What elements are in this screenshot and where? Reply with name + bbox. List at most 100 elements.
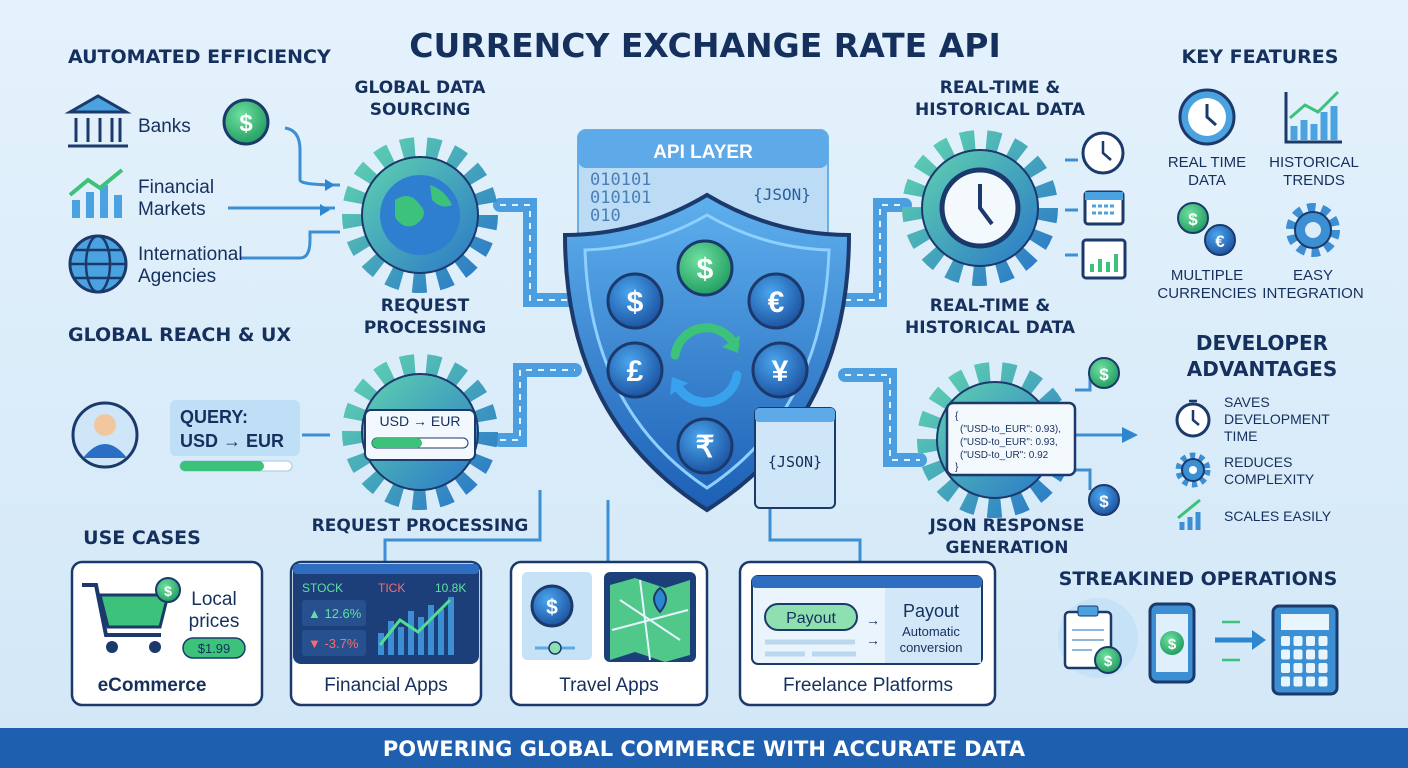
label-text: STOCK [302, 581, 343, 595]
gear-label: REAL-TIME & [940, 78, 1061, 98]
label-text: $ [697, 253, 714, 286]
label-text: $ [1099, 365, 1109, 384]
source-label: Banks [138, 116, 191, 137]
label-text: $ [1168, 636, 1177, 653]
label-text: → [866, 612, 880, 628]
label-text: $ [627, 286, 644, 319]
gear-icon [1175, 452, 1211, 488]
label-text: conversion [900, 640, 963, 655]
label-text: prices [189, 611, 240, 632]
gear-label: HISTORICAL DATA [915, 100, 1086, 120]
use-case-travel-apps: $ Travel Apps [509, 560, 709, 707]
exchange-arrows-icon [670, 323, 742, 407]
use-case-ecommerce: $ Local prices $1.99 eCommerce [70, 560, 264, 707]
footer-text: POWERING GLOBAL COMMERCE WITH ACCURATE D… [383, 737, 1026, 761]
rupee-coin-icon: ₹ [676, 417, 734, 475]
currency-coins: $ $ € £ ¥ ₹ [606, 239, 809, 475]
dollar-coin-icon: $ [1088, 484, 1120, 516]
label-text: $ [1104, 653, 1113, 670]
price-tag [182, 637, 246, 659]
yen-coin-icon: ¥ [751, 341, 809, 399]
calculator-key [1306, 676, 1315, 687]
label-text: $ [1099, 492, 1109, 511]
label-text: ("USD-to_EUR": 0.93, [960, 437, 1058, 448]
label-text: SAVES [1224, 394, 1270, 410]
label-text: → [866, 632, 880, 648]
label-text: TRENDS [1283, 172, 1345, 189]
dollar-coin-icon: $ [222, 98, 270, 146]
gear-label: PROCESSING [364, 318, 486, 338]
dollar-coin-icon: $ [530, 584, 574, 628]
label-text: Local [191, 589, 236, 610]
json-card: {JSON} [754, 407, 836, 509]
label-text: SCALES EASILY [1224, 508, 1332, 524]
clock-icon [1178, 88, 1236, 146]
calculator-key [1306, 636, 1315, 646]
label-text: $ [164, 583, 172, 599]
calculator-key [1318, 663, 1328, 673]
label-text: REAL TIME [1168, 154, 1246, 171]
gear-label: REQUEST [381, 296, 470, 316]
api-layer-panel: API LAYER 010101 010101 010 {JSON} [577, 129, 829, 241]
section-streamlined-operations: STREAKINED OPERATIONS [1059, 568, 1338, 590]
label-text: ("USD-to_UR": 0.92 [960, 450, 1049, 461]
label-text: $ [239, 110, 253, 137]
label-text: } [955, 462, 959, 473]
label-text: € [768, 286, 785, 319]
calculator-key [1318, 636, 1328, 646]
label-text: ₹ [695, 431, 714, 464]
use-case-financial-apps: STOCK TICK 10.8K ▲ 12.6% ▼ -3.7% Financi… [289, 560, 483, 707]
label-text: Automatic [902, 624, 960, 639]
query-box [170, 400, 300, 456]
label-text: COMPLEXITY [1224, 471, 1315, 487]
gear-query-text: USD → EUR [380, 413, 461, 429]
label-text: $ [1188, 210, 1198, 229]
label-text: TIME [1224, 428, 1257, 444]
label-text: MULTIPLE [1171, 267, 1243, 284]
globe-icon [68, 234, 128, 294]
advantage-scales-easily: SCALES EASILY [1177, 498, 1332, 530]
footer-banner [0, 728, 1408, 768]
clock-icon [939, 167, 1021, 249]
gear-label: GLOBAL DATA [355, 78, 487, 98]
label-text: {JSON} [768, 453, 822, 471]
trend-chart-icon [1284, 90, 1342, 144]
label-text: HISTORICAL [1269, 154, 1359, 171]
section-developer-advantages: DEVELOPER [1196, 331, 1328, 355]
label-text: € [1215, 232, 1225, 251]
use-case-title: Travel Apps [559, 675, 659, 696]
label-text: DATA [1188, 172, 1226, 189]
page-title: CURRENCY EXCHANGE RATE API [409, 26, 1000, 65]
gear-label: GENERATION [946, 538, 1069, 558]
source-financial-markets: Financial Markets [68, 168, 214, 220]
calculator-key [1306, 663, 1315, 673]
calculator-key [1293, 636, 1303, 646]
gear-label: HISTORICAL DATA [905, 318, 1076, 338]
query-value: USD → EUR [180, 431, 284, 451]
price-text: $1.99 [198, 641, 231, 656]
chart-bar [428, 605, 434, 655]
label-text: 10.8K [435, 581, 466, 595]
gear-label: SOURCING [370, 100, 471, 120]
section-developer-advantages: ADVANTAGES [1187, 357, 1337, 381]
label-text: INTEGRATION [1262, 285, 1363, 302]
section-automated-efficiency: AUTOMATED EFFICIENCY [68, 46, 331, 68]
pound-coin-icon: £ [606, 341, 664, 399]
euro-coin-icon: € [747, 272, 805, 330]
gear-label: REAL-TIME & [930, 296, 1051, 316]
label-text: $ [546, 596, 558, 619]
dollar-coin-icon: $ [1094, 646, 1122, 674]
source-label: Markets [138, 199, 206, 220]
bar-chart-icon [1177, 498, 1201, 530]
binary-text: 010 [590, 206, 621, 226]
label-text: Payout [903, 601, 959, 621]
api-layer-title: API LAYER [653, 142, 753, 163]
binary-text: 010101 [590, 170, 651, 190]
calculator-key [1281, 649, 1290, 660]
currency-exchange-icon: $€ [1177, 202, 1236, 256]
source-banks: Banks [64, 94, 191, 148]
section-key-features: KEY FEATURES [1182, 46, 1339, 68]
chart-bar [448, 597, 454, 655]
advantage-reduces-complexity: REDUCES COMPLEXITY [1175, 452, 1315, 488]
